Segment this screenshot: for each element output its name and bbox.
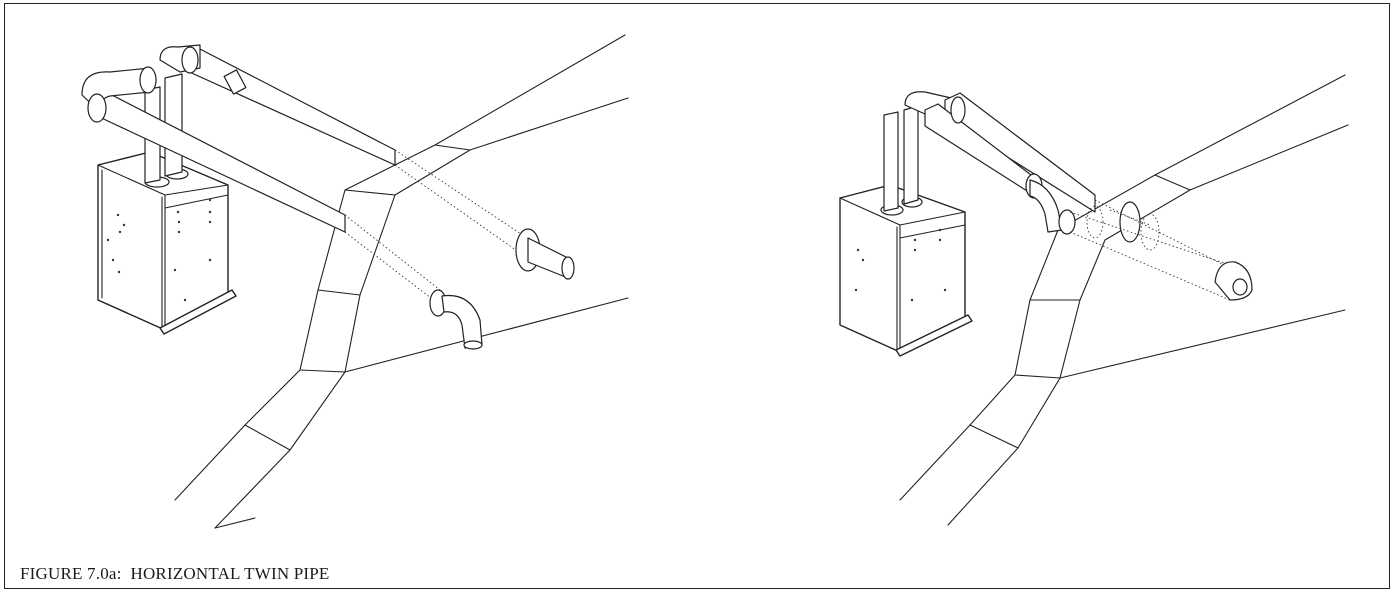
right-dotted-guides [1069, 199, 1231, 301]
left-view [81, 34, 629, 529]
figure-caption: FIGURE 7.0a: HORIZONTAL TWIN PIPE [20, 564, 330, 583]
right-wall-section [899, 74, 1349, 526]
right-risers [883, 105, 919, 212]
right-boiler [839, 184, 973, 357]
left-pipes [81, 44, 396, 233]
right-terminal-cap [1214, 261, 1253, 301]
left-wall-section [174, 34, 629, 529]
right-view [839, 74, 1349, 526]
left-dotted-guides [344, 149, 531, 306]
right-pipes [904, 91, 1141, 243]
left-boiler [97, 151, 237, 335]
left-terminals [429, 228, 575, 350]
